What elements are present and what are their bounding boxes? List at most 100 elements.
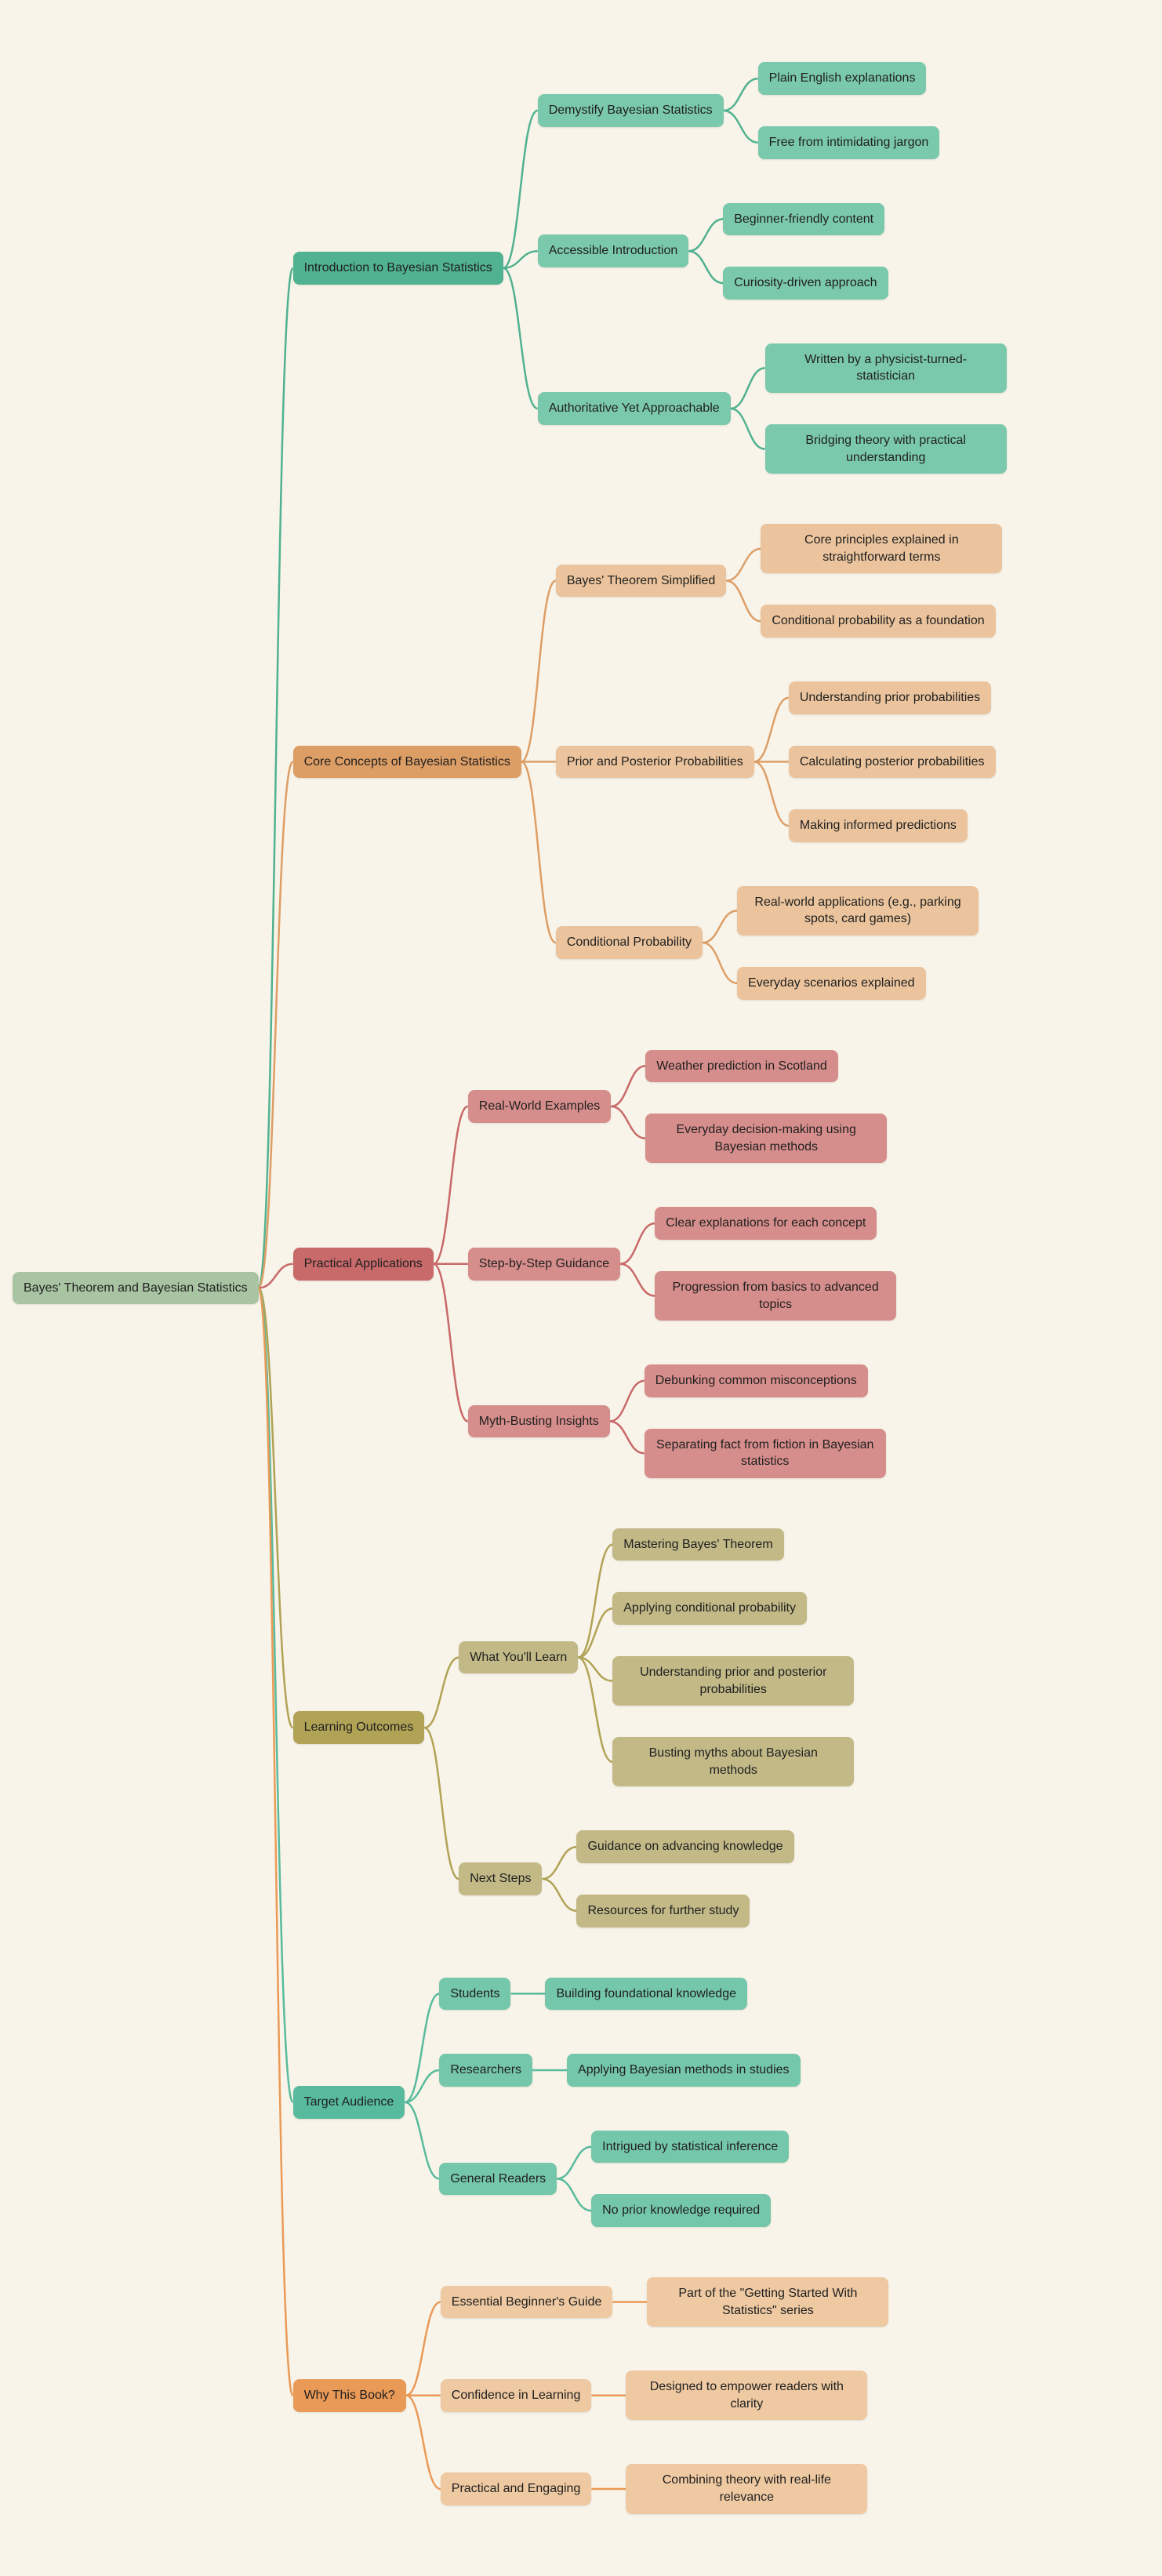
mindmap-root-node[interactable]: Bayes' Theorem and Bayesian Statistics [13, 1271, 259, 1305]
mindmap-subtopic-node[interactable]: Students [439, 1977, 511, 2011]
mindmap-subtree: Bayes' Theorem Simplified Core principles… [555, 524, 1003, 638]
mindmap-leaf-node[interactable]: Building foundational knowledge [545, 1977, 747, 2011]
mindmap-leaf-node[interactable]: Separating fact from fiction in Bayesian… [644, 1428, 886, 1478]
mindmap-leaf-node[interactable]: Busting myths about Bayesian methods [612, 1737, 855, 1787]
mindmap-leaf-node[interactable]: Designed to empower readers with clarity [626, 2371, 868, 2421]
mindmap-subtree: Real-world applications (e.g., parking s… [737, 885, 979, 936]
mindmap-children-group: Introduction to Bayesian Statistics Demys… [292, 62, 1007, 2514]
mindmap-subtopic-node[interactable]: Myth-Busting Insights [467, 1404, 610, 1438]
mindmap-leaf-node[interactable]: Intrigued by statistical inference [591, 2130, 790, 2164]
mindmap-leaf-node[interactable]: Free from intimidating jargon [757, 126, 940, 159]
mindmap-children-group: Real-world applications (e.g., parking s… [737, 885, 979, 1000]
mindmap-subtopic-node[interactable]: Next Steps [459, 1862, 543, 1895]
mindmap-leaf-node[interactable]: Weather prediction in Scotland [645, 1049, 838, 1083]
mindmap-subtree: What You'll Learn Mastering Bayes' Theore… [459, 1528, 855, 1787]
mindmap-leaf-node[interactable]: Everyday scenarios explained [737, 966, 926, 1000]
mindmap-leaf-node[interactable]: Part of the "Getting Started With Statis… [647, 2277, 889, 2327]
mindmap-leaf-node[interactable]: Understanding prior probabilities [788, 681, 992, 714]
mindmap-branch-node[interactable]: Why This Book? [292, 2378, 406, 2412]
mindmap-leaf-node[interactable]: Beginner-friendly content [723, 202, 885, 236]
mindmap-leaf-node[interactable]: No prior knowledge required [591, 2194, 772, 2227]
mindmap-subtopic-node[interactable]: Conditional Probability [555, 926, 703, 959]
mindmap-children-group: Essential Beginner's Guide Part of the "G… [440, 2277, 889, 2514]
mindmap-subtree: Real-World Examples Weather prediction in… [467, 1049, 896, 1164]
mindmap-leaf-node[interactable]: Mastering Bayes' Theorem [612, 1528, 784, 1561]
mindmap-branch-node[interactable]: Practical Applications [292, 1247, 434, 1281]
mindmap-leaf-node[interactable]: Applying conditional probability [612, 1592, 807, 1626]
mindmap-children-group: Intrigued by statistical inference No pri… [591, 2130, 790, 2227]
mindmap-subtree: Introduction to Bayesian Statistics Demys… [292, 62, 1007, 474]
mindmap-subtree: Step-by-Step Guidance Clear explanations … [467, 1207, 897, 1321]
mindmap-subtree: Myth-Busting Insights Debunking common mi… [467, 1364, 896, 1478]
mindmap-branch-node[interactable]: Introduction to Bayesian Statistics [292, 252, 503, 285]
mindmap-leaf-node[interactable]: Debunking common misconceptions [644, 1364, 868, 1397]
mindmap-leaf-node[interactable]: Core principles explained in straightfor… [761, 524, 1003, 574]
mindmap-subtree: Clear explanations for each concept [655, 1207, 896, 1240]
mindmap-subtree: Next Steps Guidance on advancing knowledg… [459, 1830, 854, 1927]
mindmap-leaf-node[interactable]: Progression from basics to advanced topi… [655, 1270, 897, 1321]
mindmap-leaf-node[interactable]: Applying Bayesian methods in studies [567, 2054, 801, 2087]
mindmap-branch-node[interactable]: Core Concepts of Bayesian Statistics [292, 745, 521, 779]
mindmap-branch-node[interactable]: Learning Outcomes [292, 1711, 425, 1745]
mindmap-children-group: Building foundational knowledge [545, 1977, 747, 2011]
mindmap-subtopic-node[interactable]: Authoritative Yet Approachable [537, 392, 731, 425]
mindmap-leaf-node[interactable]: Making informed predictions [788, 809, 968, 842]
mindmap-subtopic-node[interactable]: Step-by-Step Guidance [467, 1247, 621, 1281]
mindmap-subtree: Everyday decision-making using Bayesian … [645, 1114, 888, 1164]
mindmap-subtopic-node[interactable]: Demystify Bayesian Statistics [537, 94, 724, 127]
mindmap-subtree: Intrigued by statistical inference [591, 2130, 790, 2164]
mindmap-subtopic-node[interactable]: Prior and Posterior Probabilities [555, 745, 754, 779]
mindmap-leaf-node[interactable]: Real-world applications (e.g., parking s… [737, 885, 979, 936]
mindmap-leaf-node[interactable]: Understanding prior and posterior probab… [612, 1656, 855, 1706]
mindmap-children-group: Bayes' Theorem Simplified Core principles… [555, 524, 1003, 1000]
mindmap-subtopic-node[interactable]: What You'll Learn [459, 1640, 579, 1674]
mindmap-subtree: Accessible Introduction Beginner-friendly… [537, 202, 1007, 300]
mindmap-leaf-node[interactable]: Written by a physicist-turned-statistici… [764, 343, 1007, 393]
mindmap-subtopic-node[interactable]: Essential Beginner's Guide [440, 2285, 613, 2319]
mindmap-subtopic-node[interactable]: General Readers [439, 2162, 557, 2196]
mindmap-subtree: Conditional Probability Real-world applic… [555, 885, 1003, 1000]
mindmap-subtree: Core principles explained in straightfor… [761, 524, 1003, 574]
mindmap-subtree: Students Building foundational knowledge [439, 1977, 800, 2011]
mindmap-leaf-node[interactable]: Everyday decision-making using Bayesian … [645, 1114, 888, 1164]
mindmap-subtree: Mastering Bayes' Theorem [612, 1528, 854, 1561]
mindmap-subtree: Calculating posterior probabilities [788, 745, 996, 779]
mindmap-leaf-node[interactable]: Conditional probability as a foundation [761, 605, 996, 638]
mindmap-subtopic-node[interactable]: Accessible Introduction [537, 234, 689, 268]
mindmap-leaf-node[interactable]: Bridging theory with practical understan… [764, 424, 1007, 474]
mindmap-subtree: Beginner-friendly content [723, 202, 888, 236]
mindmap-subtopic-node[interactable]: Researchers [439, 2054, 533, 2087]
mindmap-leaf-node[interactable]: Combining theory with real-life relevanc… [626, 2464, 868, 2514]
mindmap-subtree: Progression from basics to advanced topi… [655, 1270, 897, 1321]
mindmap-subtree: Everyday scenarios explained [737, 966, 979, 1000]
mindmap-leaf-node[interactable]: Plain English explanations [757, 62, 927, 96]
mindmap-subtopic-node[interactable]: Confidence in Learning [440, 2378, 592, 2412]
mindmap-subtree: Understanding prior and posterior probab… [612, 1656, 855, 1706]
mindmap-children-group: Designed to empower readers with clarity [626, 2371, 868, 2421]
mindmap-subtree: Applying conditional probability [612, 1592, 854, 1626]
mindmap-subtree: Understanding prior probabilities [788, 681, 996, 714]
mindmap-subtree: Prior and Posterior Probabilities Underst… [555, 681, 1003, 842]
mindmap-subtopic-node[interactable]: Practical and Engaging [440, 2472, 592, 2505]
mindmap-subtree: General Readers Intrigued by statistical … [439, 2130, 800, 2227]
mindmap-subtree: Target Audience Students Building foundati… [292, 1977, 1007, 2227]
mindmap-subtree: Making informed predictions [788, 809, 996, 842]
mindmap-branch-node[interactable]: Target Audience [292, 2086, 405, 2119]
mindmap-leaf-node[interactable]: Curiosity-driven approach [723, 267, 888, 300]
mindmap-subtopic-node[interactable]: Bayes' Theorem Simplified [555, 564, 727, 598]
mindmap-leaf-node[interactable]: Clear explanations for each concept [655, 1207, 877, 1240]
mindmap-leaf-node[interactable]: Resources for further study [576, 1895, 750, 1927]
mindmap-children-group: Part of the "Getting Started With Statis… [647, 2277, 889, 2327]
mindmap-leaf-node[interactable]: Calculating posterior probabilities [788, 745, 996, 779]
mindmap-subtree: Designed to empower readers with clarity [626, 2371, 868, 2421]
mindmap-subtree: Resources for further study [576, 1895, 793, 1927]
mindmap-leaf-node[interactable]: Guidance on advancing knowledge [576, 1830, 794, 1864]
mindmap-subtopic-node[interactable]: Real-World Examples [467, 1090, 612, 1123]
mindmap-subtree: Free from intimidating jargon [757, 126, 940, 159]
